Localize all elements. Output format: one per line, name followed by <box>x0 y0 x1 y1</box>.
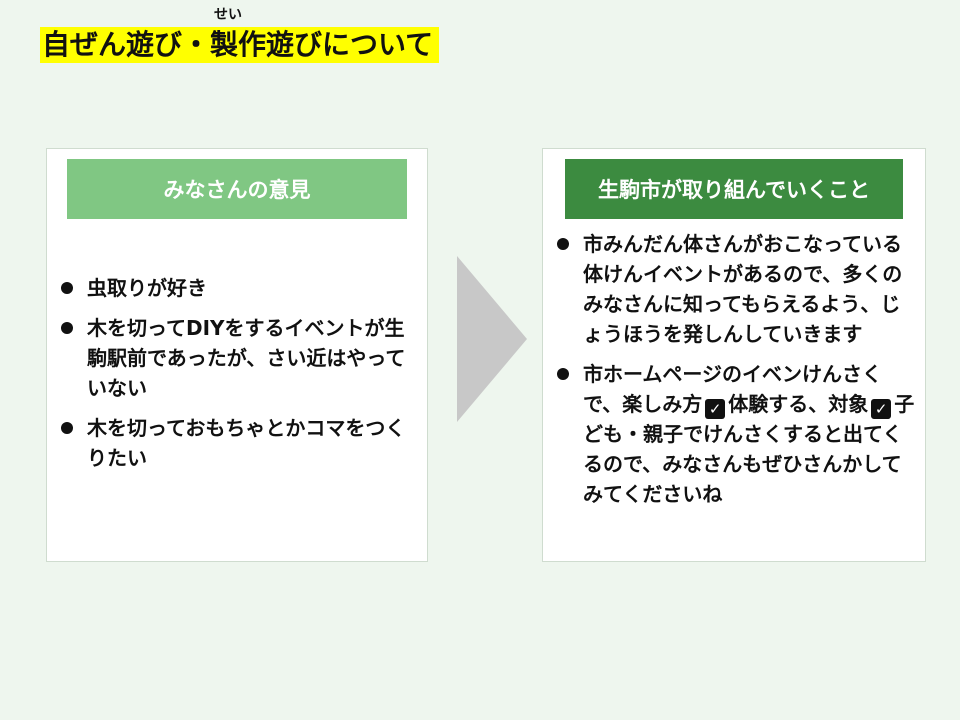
opinions-panel: みなさんの意見 虫取りが好き 木を切ってDIYをするイベントが生駒駅前であったが… <box>46 148 428 562</box>
checkbox-checked-icon: ✓ <box>705 399 726 419</box>
actions-list: 市みんだん体さんがおこなっている体けんイベントがあるので、多くのみなさんに知って… <box>555 229 917 519</box>
list-item-text-part3: 子ども・親子でけんさくすると出てくるので、みなさんもぜひさんかしてみてくださいね <box>583 392 915 506</box>
list-item: 市ホームページのイベンけんさくで、楽しみ方✓体験する、対象✓子ども・親子でけんさ… <box>555 359 917 509</box>
list-item: 木を切ってDIYをするイベントが生駒駅前であったが、さい近はやっていない <box>59 313 415 403</box>
actions-header: 生駒市が取り組んでいくこと <box>565 159 903 219</box>
list-item-text-part1: 市ホームページのイベンけんさくで、楽しみ方 <box>583 362 882 416</box>
list-item-text: 木を切ってDIYをするイベントが生駒駅前であったが、さい近はやっていない <box>87 316 406 400</box>
page-title: 自ぜん遊び・製作遊びについて <box>40 27 440 63</box>
list-item: 市みんだん体さんがおこなっている体けんイベントがあるので、多くのみなさんに知って… <box>555 229 917 349</box>
opinions-header: みなさんの意見 <box>67 159 407 219</box>
list-item-text: 虫取りが好き <box>87 276 207 300</box>
list-item-text: 木を切っておもちゃとかコマをつくりたい <box>87 416 406 470</box>
list-item-text-part2: 体験する、対象 <box>728 392 869 416</box>
list-item: 虫取りが好き <box>59 273 415 303</box>
bullet-icon <box>61 322 73 334</box>
checkbox-checked-icon: ✓ <box>871 399 892 419</box>
bullet-icon <box>61 282 73 294</box>
opinions-list: 虫取りが好き 木を切ってDIYをするイベントが生駒駅前であったが、さい近はやって… <box>59 273 415 483</box>
actions-panel: 生駒市が取り組んでいくこと 市みんだん体さんがおこなっている体けんイベントがある… <box>542 148 926 562</box>
bullet-icon <box>557 368 569 380</box>
arrow-right-icon <box>457 256 527 422</box>
bullet-icon <box>557 238 569 250</box>
list-item: 木を切っておもちゃとかコマをつくりたい <box>59 413 415 473</box>
title-ruby: せい <box>214 7 242 23</box>
bullet-icon <box>61 422 73 434</box>
list-item-text: 市みんだん体さんがおこなっている体けんイベントがあるので、多くのみなさんに知って… <box>583 232 903 346</box>
